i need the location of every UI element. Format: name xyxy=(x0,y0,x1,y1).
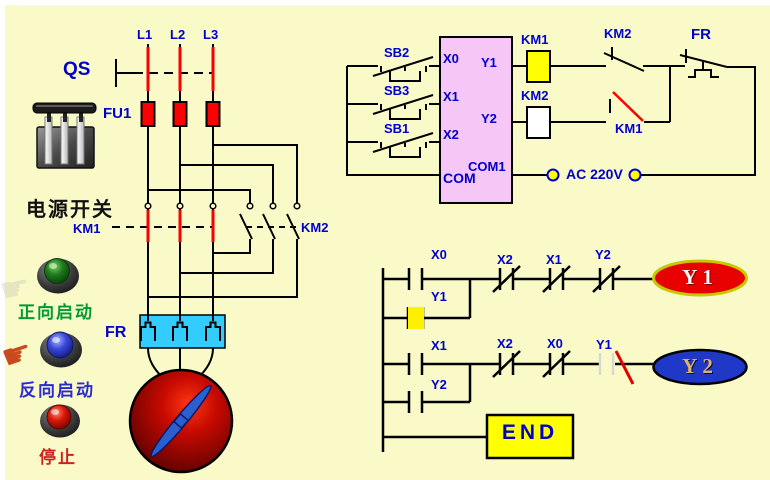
y2-coil-text: Y2 xyxy=(682,354,718,378)
km2-contact-label: KM2 xyxy=(604,26,632,41)
power-switch-caption: 电源开关 xyxy=(26,199,114,221)
ladder-r1-y1-seal: Y1 xyxy=(431,289,447,304)
plc-output-wiring xyxy=(512,47,756,176)
plc-y2-terminal: Y2 xyxy=(481,111,497,126)
thermal-relay-fr xyxy=(139,314,226,349)
reverse-start-label: 反向启动 xyxy=(19,381,95,400)
ladder-wires xyxy=(381,268,654,452)
y1-output-coil xyxy=(652,259,748,297)
plc-box xyxy=(439,36,513,204)
fr-contact-label: FR xyxy=(691,26,711,43)
fuses-fu1 xyxy=(140,101,221,127)
km2-label: KM2 xyxy=(301,220,329,235)
ladder-r2-x1: X1 xyxy=(431,338,447,353)
ladder-r1-x2: X2 xyxy=(497,252,513,267)
end-block xyxy=(485,413,575,460)
propeller-icon xyxy=(150,384,212,458)
ladder-r1-x1: X1 xyxy=(546,252,562,267)
qs-label: QS xyxy=(63,59,91,80)
y1-contact-open xyxy=(598,350,635,385)
pushbutton-sb1[interactable] xyxy=(372,132,434,158)
ac-supply-label: AC 220V xyxy=(566,166,623,182)
ladder-nc-slashes xyxy=(492,265,621,378)
ladder-r2-y2-seal: Y2 xyxy=(431,377,447,392)
km1-contact-label: KM1 xyxy=(615,121,643,136)
plc-com-terminal: COM xyxy=(443,170,476,186)
reverse-start-button[interactable] xyxy=(40,331,82,368)
phase-label-l2: L2 xyxy=(170,27,186,42)
end-block-text: END xyxy=(501,421,559,444)
plc-x2-terminal: X2 xyxy=(443,127,459,142)
plc-x1-terminal: X1 xyxy=(443,89,459,104)
pushbutton-sb3[interactable] xyxy=(372,94,434,120)
live-wire-highlights xyxy=(146,47,215,242)
km1-coil-label: KM1 xyxy=(521,32,549,47)
km2-coil-box xyxy=(526,106,551,139)
terminal-rings xyxy=(144,202,301,210)
stop-button[interactable] xyxy=(40,404,80,438)
sb2-label: SB2 xyxy=(384,45,410,60)
km1-coil-box xyxy=(526,50,551,83)
km1-label: KM1 xyxy=(73,221,101,236)
knife-switch[interactable] xyxy=(32,102,97,169)
fr-label: FR xyxy=(105,324,127,341)
ladder-r2-x2: X2 xyxy=(497,336,513,351)
y1-coil-text: Y1 xyxy=(682,265,718,289)
ac-supply-terminals xyxy=(546,168,642,182)
ladder-r1-x0: X0 xyxy=(431,247,447,262)
ladder-r2-y1: Y1 xyxy=(596,337,612,352)
stop-label: 停止 xyxy=(39,448,77,467)
ladder-r1-y2: Y2 xyxy=(595,247,611,262)
pushbutton-sb2[interactable] xyxy=(372,56,434,82)
motor xyxy=(128,368,234,474)
km2-coil-label: KM2 xyxy=(521,88,549,103)
phase-label-l1: L1 xyxy=(137,27,153,42)
fu1-label: FU1 xyxy=(103,105,132,122)
ladder-r2-x0: X0 xyxy=(547,336,563,351)
plc-x0-terminal: X0 xyxy=(443,51,459,66)
phase-label-l3: L3 xyxy=(203,27,219,42)
plc-y1-terminal: Y1 xyxy=(481,55,497,70)
forward-start-button[interactable] xyxy=(37,258,79,294)
sb1-label: SB1 xyxy=(384,121,410,136)
km1-open-contact xyxy=(612,91,644,122)
plc-com1-terminal: COM1 xyxy=(468,159,506,174)
forward-start-label: 正向启动 xyxy=(18,303,94,322)
y1-seal-contact-energized xyxy=(408,307,424,329)
sb3-label: SB3 xyxy=(384,83,410,98)
plc-input-wiring xyxy=(346,65,440,176)
y2-output-coil xyxy=(652,348,748,386)
